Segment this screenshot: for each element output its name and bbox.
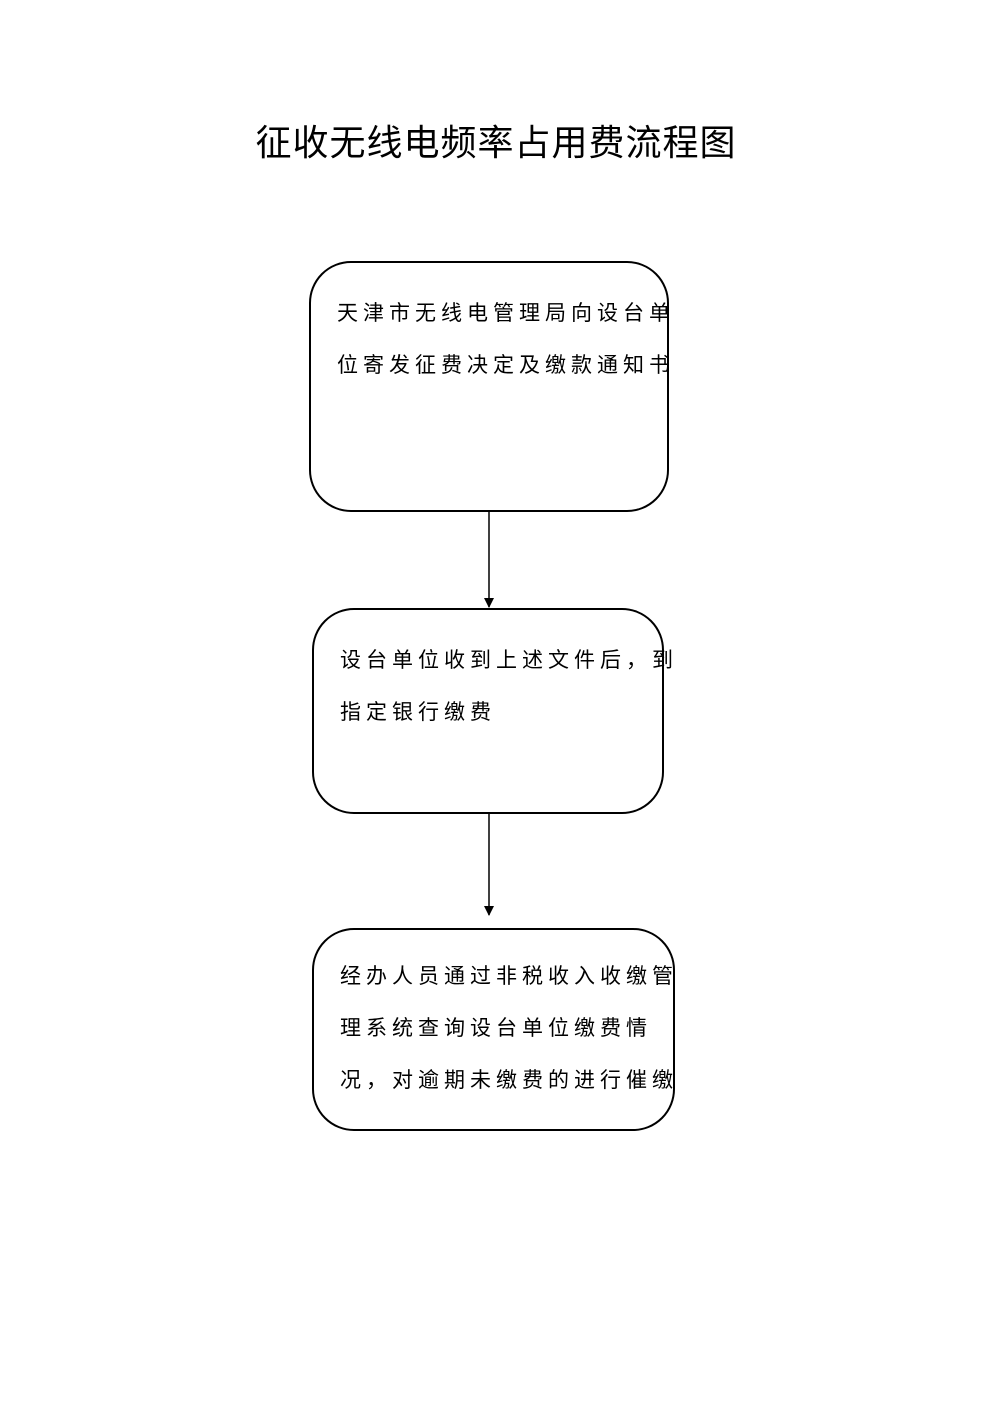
flow-step-3-box: 经办人员通过非税收入收缴管 理系统查询设台单位缴费情 况，对逾期未缴费的进行催缴: [312, 928, 675, 1131]
flow-step-2-box: 设台单位收到上述文件后，到 指定银行缴费: [312, 608, 678, 814]
step-1-line-1: 天津市无线电管理局向设台单: [337, 301, 675, 325]
step-2-line-2: 指定银行缴费: [340, 700, 496, 724]
step-3-line-2: 理系统查询设台单位缴费情: [340, 1016, 652, 1040]
page-title: 征收无线电频率占用费流程图: [255, 123, 737, 164]
step-1-line-2: 位寄发征费决定及缴款通知书: [337, 353, 675, 377]
flow-step-1-box: 天津市无线电管理局向设台单 位寄发征费决定及缴款通知书: [309, 261, 675, 512]
step-2-line-1: 设台单位收到上述文件后，到: [340, 648, 678, 672]
step-3-line-1: 经办人员通过非税收入收缴管: [340, 964, 678, 988]
step-3-line-3: 况，对逾期未缴费的进行催缴: [340, 1068, 678, 1092]
